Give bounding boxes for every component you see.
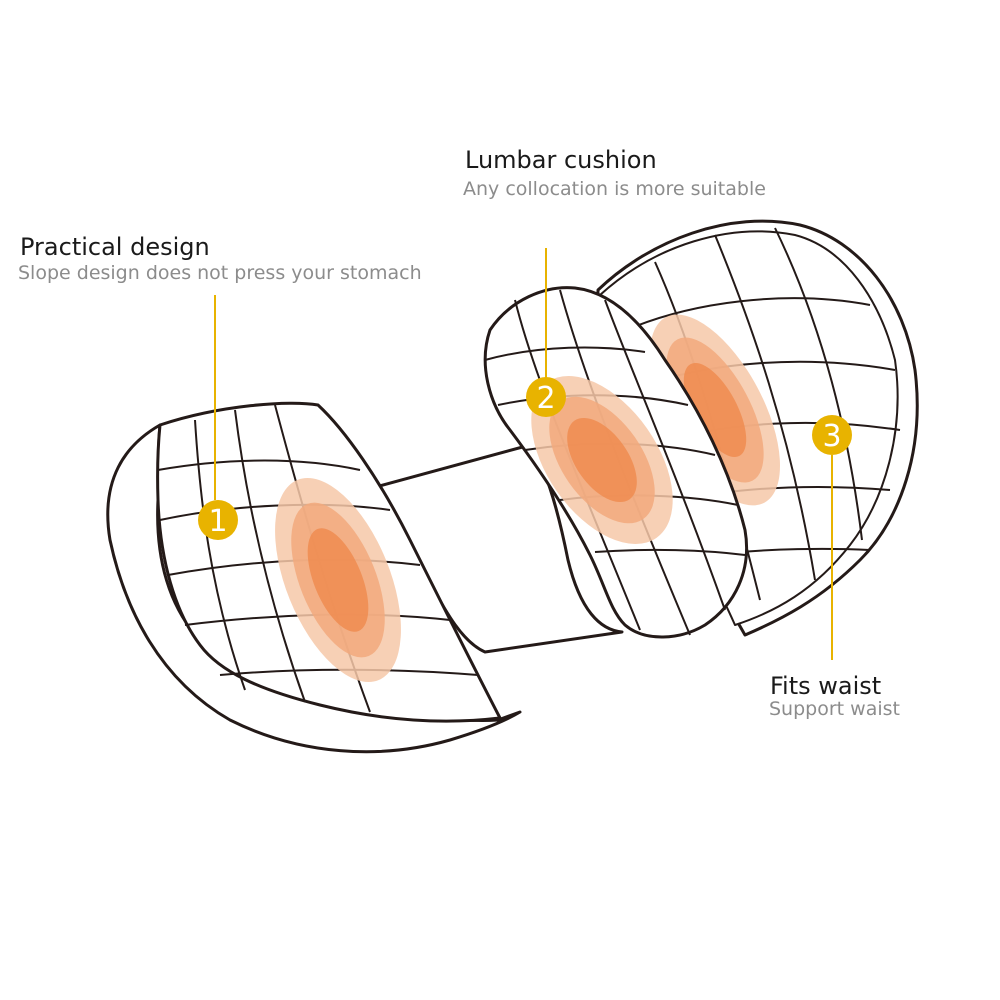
callout-1-subtitle: Slope design does not press your stomach bbox=[18, 262, 422, 284]
callout-3-title: Fits waist bbox=[770, 672, 882, 700]
heat-zone-1 bbox=[275, 477, 401, 683]
marker-3: 3 bbox=[812, 415, 852, 455]
callout-2-subtitle: Any collocation is more suitable bbox=[463, 178, 766, 200]
leader-lines bbox=[214, 248, 833, 660]
callout-1-title: Practical design bbox=[20, 233, 210, 261]
callout-2-title: Lumbar cushion bbox=[465, 146, 657, 174]
marker-2: 2 bbox=[526, 377, 566, 417]
right-cushion-front bbox=[483, 286, 749, 639]
heat-zone-3 bbox=[649, 314, 781, 506]
right-cushion-back bbox=[596, 219, 919, 637]
marker-3-number: 3 bbox=[822, 419, 841, 454]
marker-2-number: 2 bbox=[536, 381, 555, 416]
heat-zone-2 bbox=[531, 376, 673, 544]
marker-1-number: 1 bbox=[208, 504, 227, 539]
callout-3-subtitle: Support waist bbox=[769, 698, 900, 720]
left-cushion bbox=[106, 401, 522, 754]
marker-1: 1 bbox=[198, 500, 238, 540]
